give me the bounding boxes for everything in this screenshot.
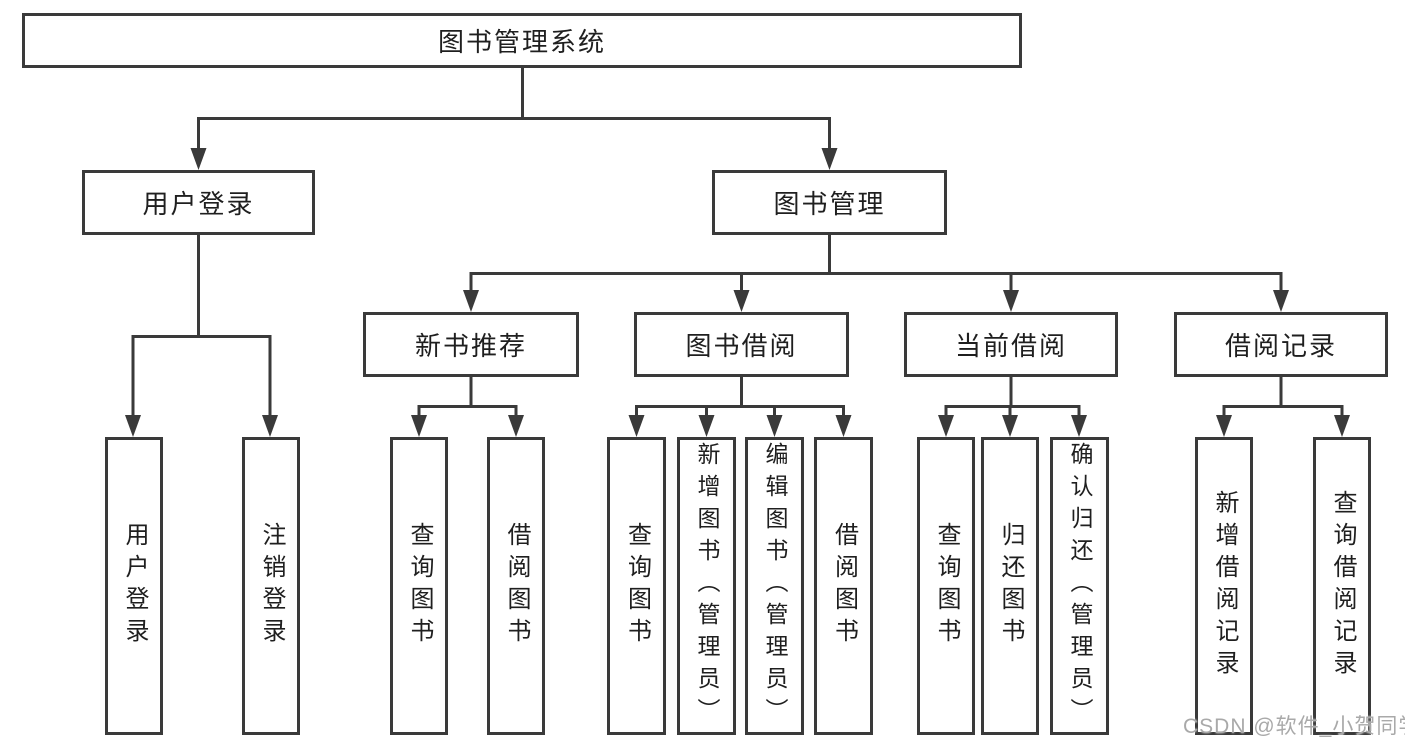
node-leaf-query-books-borrow: 查询图书 bbox=[607, 437, 666, 735]
leaf-label: 新增借阅记录 bbox=[1211, 490, 1238, 682]
node-leaf-logout: 注销登录 bbox=[242, 437, 300, 735]
leaf-label: 查询图书 bbox=[406, 522, 433, 650]
node-leaf-query-books-recommend: 查询图书 bbox=[390, 437, 448, 735]
node-book-management: 图书管理 bbox=[712, 170, 947, 235]
leaf-label: 注销登录 bbox=[258, 522, 285, 650]
leaf-label: 查询图书 bbox=[933, 522, 960, 650]
node-leaf-return-book: 归还图书 bbox=[981, 437, 1039, 735]
leaf-label: 新增图书（管理员） bbox=[694, 442, 720, 730]
leaf-label: 归还图书 bbox=[997, 522, 1024, 650]
leaf-label: 借阅图书 bbox=[503, 522, 530, 650]
leaf-label: 用户登录 bbox=[121, 522, 148, 650]
node-new-book-recommend: 新书推荐 bbox=[363, 312, 579, 377]
node-leaf-query-borrow-record: 查询借阅记录 bbox=[1313, 437, 1371, 735]
node-leaf-confirm-return-admin: 确认归还（管理员） bbox=[1050, 437, 1109, 735]
leaf-label: 借阅图书 bbox=[830, 522, 858, 650]
leaf-label: 查询图书 bbox=[623, 522, 651, 650]
node-leaf-edit-book-admin: 编辑图书（管理员） bbox=[745, 437, 804, 735]
csdn-watermark: CSDN @软件_小贺同学 bbox=[1183, 715, 1405, 738]
node-leaf-query-books-current: 查询图书 bbox=[917, 437, 975, 735]
node-leaf-add-book-admin: 新增图书（管理员） bbox=[677, 437, 736, 735]
node-leaf-borrow-books-recommend: 借阅图书 bbox=[487, 437, 545, 735]
leaf-label: 查询借阅记录 bbox=[1329, 490, 1356, 682]
node-borrow-records: 借阅记录 bbox=[1174, 312, 1388, 377]
node-book-borrow: 图书借阅 bbox=[634, 312, 849, 377]
node-current-borrow: 当前借阅 bbox=[904, 312, 1118, 377]
leaf-label: 编辑图书（管理员） bbox=[762, 442, 788, 730]
leaf-label: 确认归还（管理员） bbox=[1067, 442, 1093, 730]
node-user-login: 用户登录 bbox=[82, 170, 315, 235]
node-leaf-user-login: 用户登录 bbox=[105, 437, 163, 735]
node-leaf-add-borrow-record: 新增借阅记录 bbox=[1195, 437, 1253, 735]
node-leaf-borrow-books: 借阅图书 bbox=[814, 437, 873, 735]
node-root-system: 图书管理系统 bbox=[22, 13, 1022, 68]
